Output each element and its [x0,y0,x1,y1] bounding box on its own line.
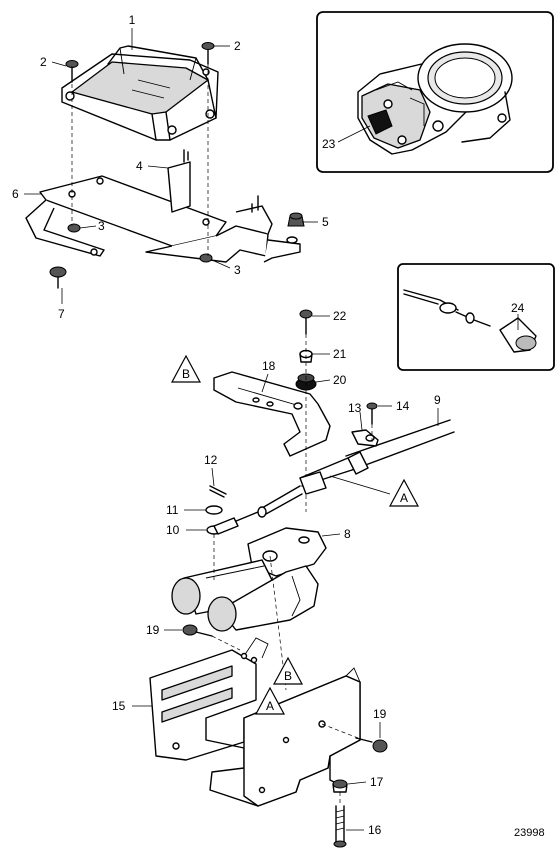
callout-10: 10 [166,523,180,537]
bolt-part-7 [49,266,67,289]
callout-1: 1 [129,13,136,27]
nut-part-17 [332,779,348,793]
callout-24: 24 [511,301,525,315]
callout-19-upper: 19 [146,623,160,637]
cable-end-part-24 [403,289,537,353]
cable-end-inset-frame [397,263,555,371]
sensor-bracket-part-4 [167,149,191,213]
svg-text:A: A [400,491,408,505]
callout-17: 17 [370,775,384,789]
callout-19-lower: 19 [373,707,387,721]
screw-part-14 [366,402,378,425]
svg-text:B: B [182,367,190,381]
leader-lines [24,28,519,831]
callout-2-left: 2 [40,55,47,69]
reference-mark-a-upper: A [388,478,420,507]
callout-22: 22 [333,309,347,323]
callout-8: 8 [344,527,351,541]
figure-number: 23998 [514,827,545,839]
bracket-part-18 [213,371,331,457]
split-pin-part-12 [209,485,227,498]
cable-part-9 [223,419,455,527]
callout-23: 23 [322,137,336,151]
bolt-part-19-lower [355,737,388,753]
pin-part-10 [206,517,239,535]
callout-7: 7 [58,307,65,321]
callout-14: 14 [396,399,410,413]
callout-12: 12 [204,453,218,467]
callout-11: 11 [166,503,179,517]
clamp-part-13 [351,429,379,447]
callout-5: 5 [322,215,329,229]
svg-text:B: B [284,669,292,683]
svg-text:A: A [266,699,274,713]
bolt-part-19-upper [182,624,213,637]
nut-part-3-left [67,223,81,233]
bracket-part-6 [25,175,301,263]
lever-assembly-part-8 [171,527,327,632]
callout-labels: 1 2 2 4 6 3 3 5 7 23 24 22 21 20 18 13 1… [12,13,545,839]
bolt-part-22 [299,309,313,335]
control-unit-part-1 [61,45,219,141]
callout-20: 20 [333,373,347,387]
reference-mark-b-upper: B [170,354,202,383]
screw-part-2-right [201,42,215,65]
nut-part-3-right [199,253,213,263]
stud-part-16 [333,805,347,848]
callout-4: 4 [136,159,143,173]
callout-16: 16 [368,823,382,837]
throttle-body-part-23 [357,43,513,155]
base-bracket-part-15 [149,637,361,807]
callout-6: 6 [12,187,19,201]
callout-2-right: 2 [234,39,241,53]
callout-18: 18 [262,359,276,373]
callout-13: 13 [348,401,362,415]
callout-3-left: 3 [98,219,105,233]
callout-21: 21 [333,347,347,361]
reference-mark-a-lower: A [254,686,286,715]
callout-3-right: 3 [234,263,241,277]
nut-part-5 [287,212,305,227]
screw-part-2-left [65,60,79,83]
washer-part-11 [205,505,223,515]
reference-mark-b-lower: B [272,656,304,685]
callout-15: 15 [112,699,126,713]
callout-9: 9 [434,393,441,407]
